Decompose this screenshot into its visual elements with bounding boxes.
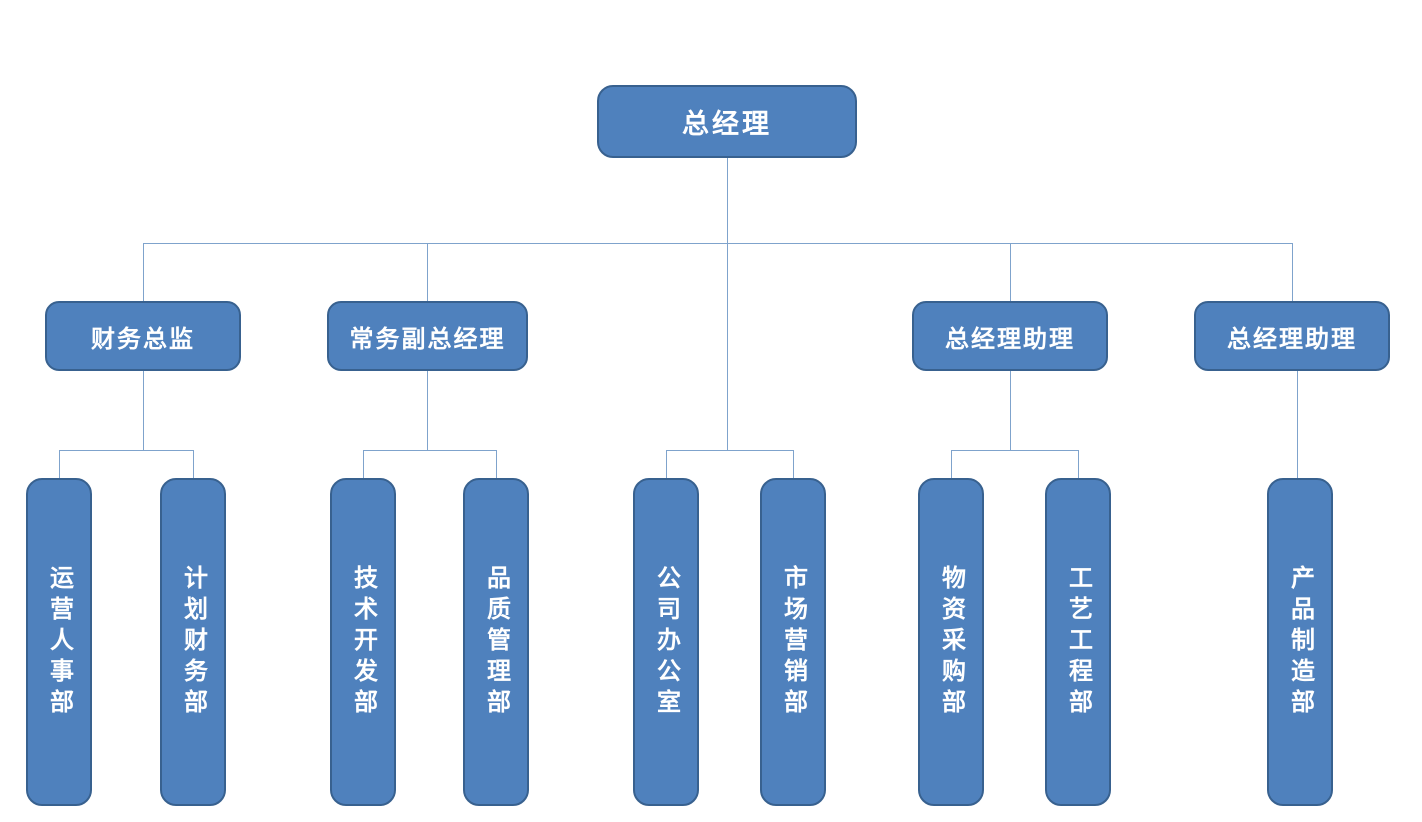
- connector-line: [193, 450, 194, 478]
- connector-line: [363, 450, 364, 478]
- org-node-operations-hr-dept: 运营人事部: [26, 478, 92, 806]
- org-node-process-engineering-dept: 工艺工程部: [1045, 478, 1111, 806]
- connector-line: [427, 371, 428, 450]
- connector-line: [951, 450, 1078, 451]
- connector-line: [363, 450, 496, 451]
- org-node-marketing-dept: 市场营销部: [760, 478, 826, 806]
- org-node-materials-procurement-dept: 物资采购部: [918, 478, 984, 806]
- connector-line: [143, 371, 144, 450]
- org-node-general-manager: 总经理: [597, 85, 857, 158]
- org-node-product-manufacturing-dept: 产品制造部: [1267, 478, 1333, 806]
- org-node-company-office: 公司办公室: [633, 478, 699, 806]
- org-node-quality-management-dept: 品质管理部: [463, 478, 529, 806]
- connector-line: [793, 450, 794, 478]
- org-node-finance-director: 财务总监: [45, 301, 241, 371]
- connector-line: [1010, 243, 1011, 301]
- org-node-tech-development-dept: 技术开发部: [330, 478, 396, 806]
- connector-line: [1297, 371, 1298, 478]
- connector-line: [727, 158, 728, 243]
- org-node-planning-finance-dept: 计划财务部: [160, 478, 226, 806]
- connector-line: [496, 450, 497, 478]
- org-node-gm-assistant-1: 总经理助理: [912, 301, 1108, 371]
- connector-line: [666, 450, 793, 451]
- connector-line: [727, 243, 728, 450]
- connector-line: [1010, 371, 1011, 450]
- org-node-executive-deputy-gm: 常务副总经理: [327, 301, 528, 371]
- connector-line: [951, 450, 952, 478]
- connector-line: [59, 450, 193, 451]
- connector-line: [1292, 243, 1293, 301]
- connector-line: [1078, 450, 1079, 478]
- connector-line: [427, 243, 428, 301]
- org-node-gm-assistant-2: 总经理助理: [1194, 301, 1390, 371]
- connector-line: [143, 243, 144, 301]
- connector-line: [59, 450, 60, 478]
- connector-line: [666, 450, 667, 478]
- connector-line: [143, 243, 1292, 244]
